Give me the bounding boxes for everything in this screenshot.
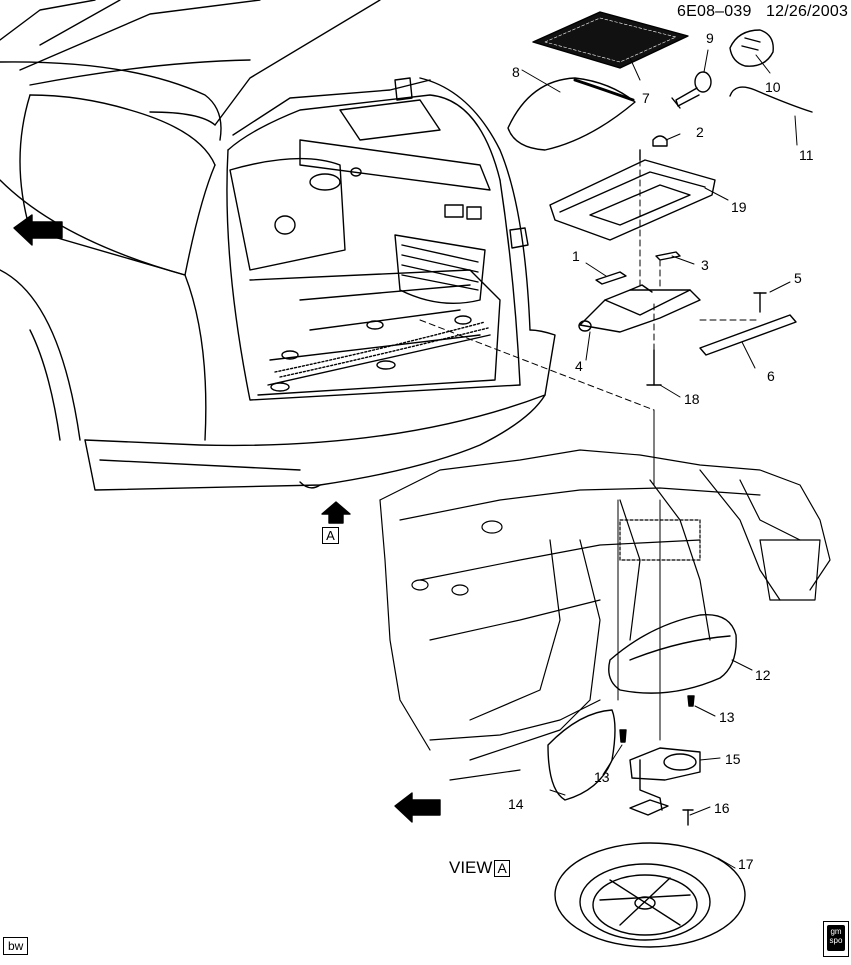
splash-shield-right bbox=[608, 613, 737, 694]
callout-15: 15 bbox=[725, 751, 741, 767]
callout-11: 11 bbox=[799, 147, 814, 163]
callout-13-b: 13 bbox=[594, 769, 610, 785]
bw-badge: bw bbox=[3, 937, 29, 955]
storage-tray bbox=[549, 149, 716, 241]
spare-tire bbox=[554, 842, 746, 948]
spare-tire-hoist bbox=[629, 747, 701, 816]
gm-spo-logo: gm spo bbox=[823, 921, 849, 957]
callout-6: 6 bbox=[767, 368, 775, 384]
splash-shield-left bbox=[547, 709, 616, 801]
jack-handle bbox=[699, 314, 797, 356]
underbody-drawing bbox=[379, 449, 831, 781]
callout-9: 9 bbox=[706, 30, 714, 46]
glove bbox=[729, 29, 774, 67]
gm-text: gm bbox=[830, 927, 842, 936]
wire bbox=[729, 86, 813, 113]
spo-text: spo bbox=[829, 936, 843, 945]
callout-4: 4 bbox=[575, 358, 583, 374]
tool-bag bbox=[507, 77, 636, 151]
callout-12: 12 bbox=[755, 667, 771, 683]
callout-17: 17 bbox=[738, 856, 754, 872]
callout-7: 7 bbox=[642, 90, 650, 106]
gm-spo-logo-inner: gm spo bbox=[827, 925, 845, 951]
view-a-marker: A bbox=[322, 527, 339, 544]
callout-3: 3 bbox=[701, 257, 709, 273]
callout-1: 1 bbox=[572, 248, 580, 264]
view-a-arrow bbox=[321, 501, 351, 524]
callout-18: 18 bbox=[684, 391, 700, 407]
leader-lines-lower bbox=[549, 499, 753, 869]
callout-8: 8 bbox=[512, 64, 520, 80]
callout-16: 16 bbox=[714, 800, 730, 816]
hoist-bolt bbox=[682, 809, 694, 826]
diagram-id: 6E08–039 bbox=[677, 3, 752, 20]
callout-19: 19 bbox=[731, 199, 747, 215]
push-pins bbox=[619, 695, 695, 743]
jack-pin bbox=[753, 292, 767, 313]
view-label-text: VIEW bbox=[449, 858, 493, 877]
front-direction-arrow bbox=[13, 214, 63, 246]
callout-14: 14 bbox=[508, 796, 524, 812]
tray-bolt bbox=[646, 349, 662, 386]
scissor-jack bbox=[578, 284, 701, 333]
callout-5: 5 bbox=[794, 270, 802, 286]
leader-lines-upper bbox=[419, 49, 798, 486]
callout-10: 10 bbox=[765, 79, 781, 95]
front-direction-arrow-lower bbox=[394, 792, 441, 823]
vehicle-rear-drawing bbox=[0, 0, 556, 491]
wing-nut bbox=[652, 135, 668, 147]
tow-eye bbox=[671, 71, 712, 109]
tool-kit-sheet bbox=[532, 11, 689, 69]
view-label-letter: A bbox=[494, 860, 510, 877]
callout-2: 2 bbox=[696, 124, 704, 140]
callout-13: 13 bbox=[719, 709, 735, 725]
diagram-date: 12/26/2003 bbox=[766, 3, 849, 20]
jack-pads bbox=[595, 251, 681, 285]
